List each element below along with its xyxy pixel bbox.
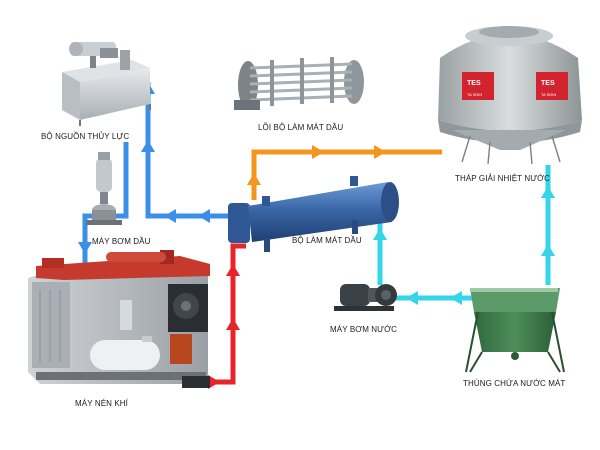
brand-name-right: TA SHIN	[541, 92, 556, 97]
arrow-right-icon	[374, 145, 386, 159]
cooler-core: LÕI BỘ LÀM MÁT DẦU	[234, 57, 364, 132]
arrow-up-icon	[373, 228, 387, 240]
brand-plate-left	[462, 72, 494, 100]
cooling-tower: TES TA SHIN TES TA SHIN THÁP GIẢI NHIỆT …	[438, 26, 582, 183]
label-oil-pump: MÁY BƠM DẦU	[92, 236, 151, 246]
arrow-left-icon	[450, 291, 462, 305]
label-water-pump: MÁY BƠM NƯỚC	[330, 325, 397, 334]
arrow-right-icon	[312, 145, 324, 159]
arrow-up-icon	[247, 173, 261, 185]
label-hydraulic-unit: BỘ NGUỒN THỦY LỰC	[41, 131, 129, 141]
hydraulic-unit: BỘ NGUỒN THỦY LỰC	[41, 42, 151, 141]
brand-logo-left: TES	[467, 80, 481, 87]
arrow-up-icon	[226, 264, 240, 276]
pipe-water-arrows	[373, 186, 555, 305]
label-cooling-tower: THÁP GIẢI NHIỆT NƯỚC	[455, 174, 550, 183]
label-oil-cooler: BỘ LÀM MÁT DẦU	[292, 235, 362, 245]
label-water-tank: THÙNG CHỨA NƯỚC MÁT	[463, 379, 565, 388]
air-compressor: MÁY NÉN KHÍ	[28, 250, 210, 408]
arrow-up-icon	[141, 140, 155, 152]
brand-logo-right: TES	[541, 80, 555, 87]
brand-name-left: TA SHIN	[467, 92, 482, 97]
pipe-hot-oil-arrows	[247, 145, 386, 185]
arrow-down-icon	[78, 242, 92, 254]
arrow-up-icon	[226, 318, 240, 330]
arrow-up-icon	[541, 244, 555, 256]
water-pump: MÁY BƠM NƯỚC	[330, 284, 397, 334]
arrow-left-icon	[198, 209, 210, 223]
arrow-right-icon	[208, 375, 220, 389]
label-cooler-core: LÕI BỘ LÀM MÁT DẦU	[258, 122, 343, 132]
brand-plate-right	[536, 72, 568, 100]
arrow-left-icon	[406, 291, 418, 305]
arrow-up-icon	[541, 186, 555, 198]
oil-pump: MÁY BƠM DẦU	[86, 152, 151, 246]
label-air-compressor: MÁY NÉN KHÍ	[75, 399, 129, 408]
oil-cooler: BỘ LÀM MÁT DẦU	[228, 176, 399, 252]
pipe-hot-air-arrows	[208, 264, 240, 389]
arrow-left-icon	[164, 209, 176, 223]
pipe-water	[377, 165, 551, 301]
water-tank: THÙNG CHỨA NƯỚC MÁT	[463, 288, 565, 388]
